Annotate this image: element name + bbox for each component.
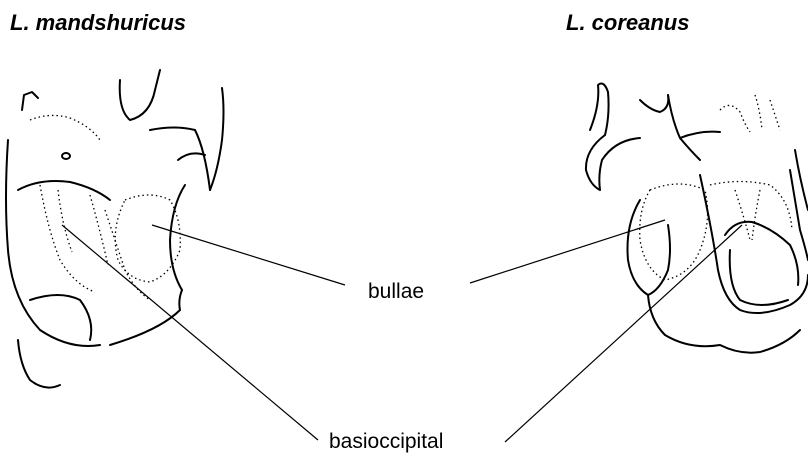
bullae-leader-right: [470, 220, 665, 283]
basioccipital-leader-right: [505, 225, 742, 442]
bullae-leader-left: [152, 225, 345, 285]
basioccipital-leader-left: [62, 225, 318, 440]
bullae-label: bullae: [368, 280, 424, 304]
right-skull-drawing: [586, 84, 808, 353]
left-skull-drawing: [6, 70, 224, 388]
basioccipital-label: basioccipital: [329, 430, 443, 454]
